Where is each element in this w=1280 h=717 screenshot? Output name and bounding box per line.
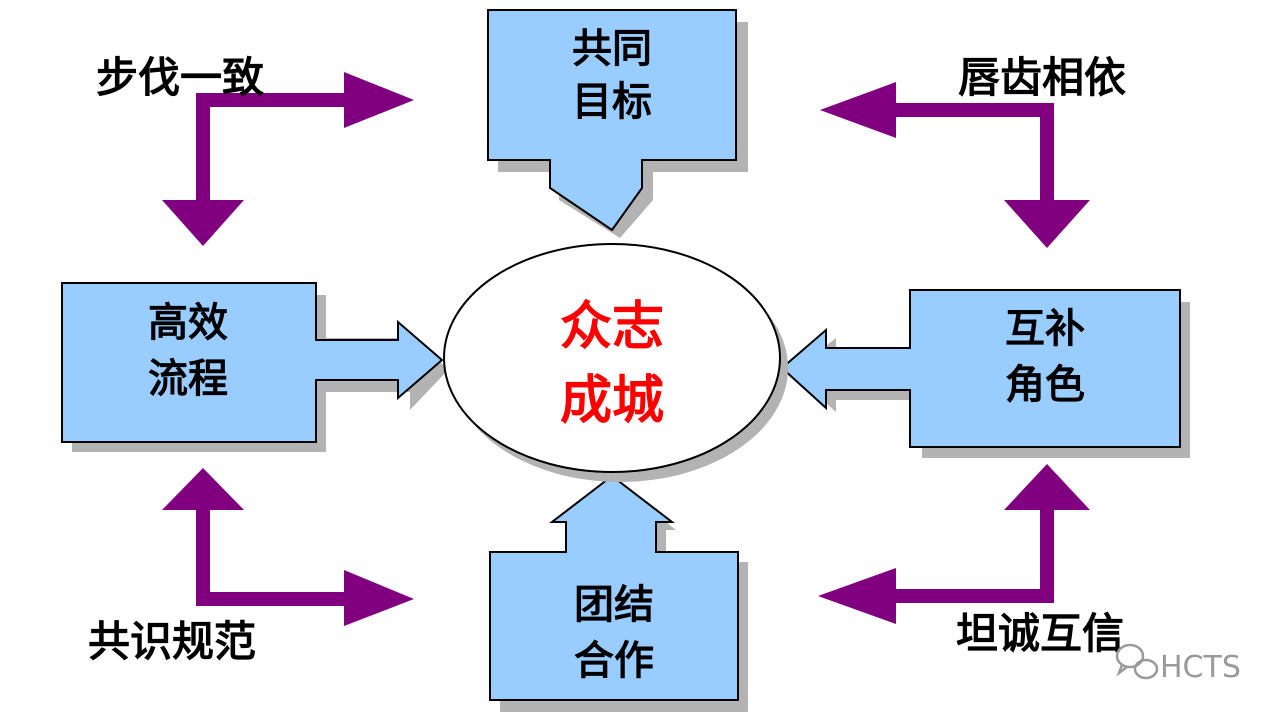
box-right: 互补 角色 [780, 289, 1190, 458]
label-top-left: 步伐一致 [96, 53, 264, 102]
box-top-line2: 目标 [572, 79, 652, 125]
purple-arrow-top-left [162, 72, 414, 246]
box-right-line1: 互补 [1005, 306, 1085, 352]
box-bottom-line1: 团结 [574, 582, 654, 628]
box-bottom: 团结 合作 [489, 474, 748, 712]
box-top-line1: 共同 [572, 26, 652, 72]
watermark-text: HCTS [1160, 650, 1241, 685]
box-top: 共同 目标 [487, 9, 748, 238]
label-bottom-right: 坦诚互信 [956, 609, 1124, 658]
purple-arrow-bottom-right [818, 464, 1090, 624]
box-left-line1: 高效 [148, 300, 228, 346]
box-right-line2: 角色 [1005, 362, 1085, 408]
purple-arrow-bottom-left [162, 468, 414, 626]
box-bottom-line2: 合作 [574, 638, 654, 684]
box-right-shape [780, 289, 1181, 448]
wechat-icon [1115, 643, 1159, 680]
center-line2: 成城 [560, 371, 664, 431]
box-bottom-shape [489, 474, 739, 701]
purple-arrow-top-right [820, 82, 1090, 248]
label-top-right: 唇齿相依 [958, 53, 1126, 102]
box-left-shape [61, 282, 444, 443]
box-top-shape [487, 9, 737, 232]
box-left: 高效 流程 [61, 282, 448, 452]
watermark: HCTS [1115, 643, 1241, 685]
center-ellipse-group: 众志 成城 [443, 243, 788, 482]
center-line1: 众志 [560, 297, 664, 357]
label-bottom-left: 共识规范 [88, 617, 256, 666]
box-left-line2: 流程 [148, 356, 228, 402]
center-ellipse [443, 243, 781, 473]
